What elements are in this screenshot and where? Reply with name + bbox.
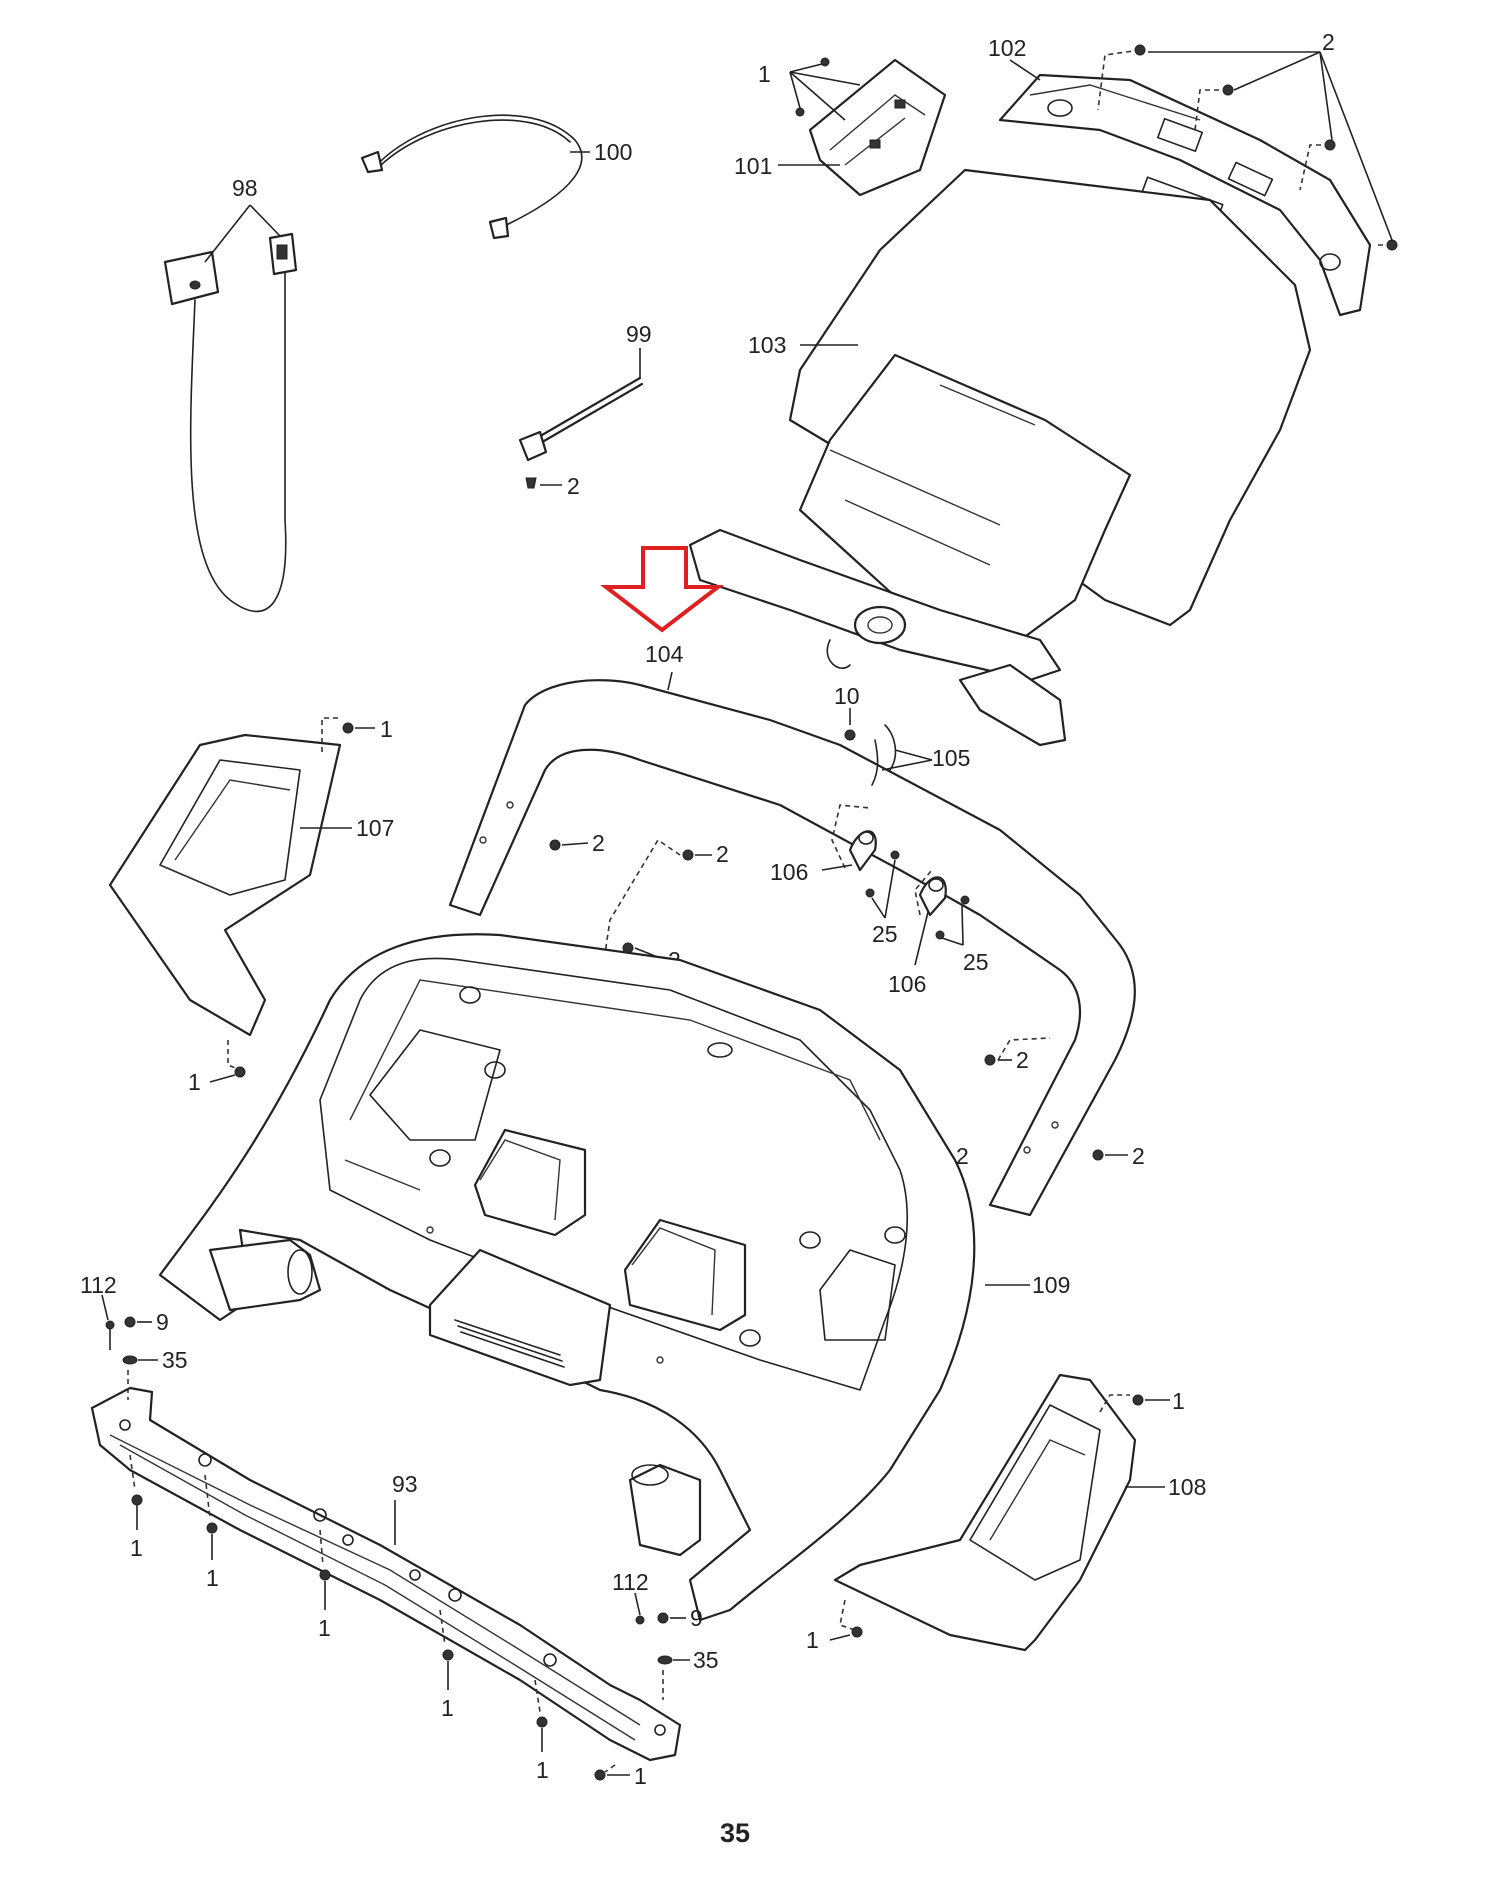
screw-label-1-93-a: 1: [130, 1535, 143, 1561]
screw-label-2-a: 2: [592, 830, 605, 856]
screw-label-1-93-e: 1: [536, 1757, 549, 1783]
part-107-cup-holder-left: [108, 717, 375, 1083]
label-98: 98: [232, 175, 258, 201]
label-101: 101: [734, 153, 772, 179]
part-108-cup-holder-right: [829, 1373, 1170, 1652]
screw-label-1-101: 1: [758, 61, 771, 87]
screw-label-2-d: 2: [1016, 1047, 1029, 1073]
part-109-console-base: [158, 933, 1030, 1622]
page-number: 35: [720, 1818, 750, 1848]
label-107: 107: [356, 815, 394, 841]
label-25-b: 25: [963, 949, 989, 975]
screw-label-2-99: 2: [567, 473, 580, 499]
screw-label-1-107-b: 1: [188, 1069, 201, 1095]
label-10: 10: [834, 683, 860, 709]
screw-label-1-93-c: 1: [318, 1615, 331, 1641]
screw-label-1-107-a: 1: [380, 716, 393, 742]
label-99: 99: [626, 321, 652, 347]
label-25-a: 25: [872, 921, 898, 947]
label-9-a: 9: [156, 1309, 169, 1335]
screw-label-1-93-b: 1: [206, 1565, 219, 1591]
screw-label-1-93-f: 1: [634, 1763, 647, 1789]
part-103-console: [688, 168, 1312, 747]
label-35-a: 35: [162, 1347, 188, 1373]
label-102: 102: [988, 35, 1026, 61]
part-100-wire: [360, 114, 590, 240]
label-106-b: 106: [888, 971, 926, 997]
screw-label-2-g: 2: [1132, 1143, 1145, 1169]
part-101-bracket: [778, 57, 947, 197]
screw-label-2-102: 2: [1322, 29, 1335, 55]
screw-label-2-f: 2: [956, 1143, 969, 1169]
screw-label-2-b: 2: [716, 841, 729, 867]
part-10-105: [844, 708, 933, 786]
label-104: 104: [645, 641, 684, 667]
label-93: 93: [392, 1471, 418, 1497]
screw-label-1-93-d: 1: [441, 1695, 454, 1721]
screw-label-1-108-a: 1: [1172, 1388, 1185, 1414]
label-112-a: 112: [80, 1272, 117, 1298]
label-105: 105: [932, 745, 970, 771]
label-109: 109: [1032, 1272, 1070, 1298]
label-112-b: 112: [612, 1569, 649, 1595]
label-106-a: 106: [770, 859, 808, 885]
label-35-b: 35: [693, 1647, 719, 1673]
label-9-b: 9: [690, 1605, 703, 1631]
label-103: 103: [748, 332, 786, 358]
part-98-cable: [163, 204, 298, 613]
label-108: 108: [1168, 1474, 1206, 1500]
label-100: 100: [594, 139, 632, 165]
part-104-upright-frame: [448, 671, 1136, 1217]
part-106-clips: [821, 804, 970, 966]
screw-label-1-108-b: 1: [806, 1627, 819, 1653]
part-99-rod: [518, 348, 644, 489]
part-93-lower-bar: [90, 1294, 690, 1781]
highlight-arrow: [600, 546, 724, 633]
